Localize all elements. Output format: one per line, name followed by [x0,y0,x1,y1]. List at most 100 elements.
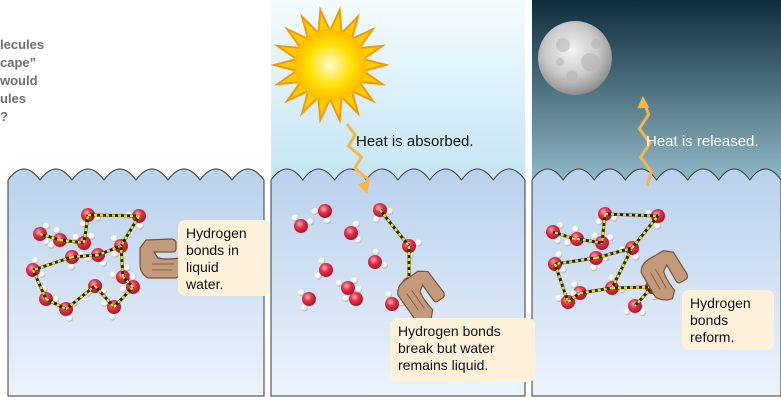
hydrogen-bond [576,237,603,245]
heat-released-label: Heat is released. [646,133,759,150]
hydrogen-atom [324,217,332,225]
hydrogen-atom [556,221,564,229]
hydrogen-bond-dash [82,214,90,244]
hydrogen-atom [590,264,598,272]
callout-hydrogen-bonds-liquid: Hydrogen bonds in liquid water. [178,220,270,296]
hand-knuckles [406,289,425,311]
hydrogen-atom [101,299,109,307]
hydrogen-atom [564,239,572,247]
hydrogen-bond-dash [579,286,613,295]
moon-icon [538,21,612,95]
hydrogen-atom [595,218,603,226]
water-molecule [311,204,332,225]
moon-crater [556,38,570,52]
moon-crater [566,70,578,82]
hydrogen-atom [352,220,360,228]
hydrogen-atom [31,256,39,264]
hydrogen-atom [311,207,319,215]
hydrogen-atom [52,295,60,303]
hydrogen-atom [372,248,380,256]
hydrogen-bond-dash [65,285,96,310]
hydrogen-bond-dash [45,297,67,311]
hydrogen-bond [554,256,597,266]
hydrogen-bond [600,213,607,244]
callout-hydrogen-bonds-break: Hydrogen bonds break but water remains l… [390,318,535,382]
hydrogen-atom [555,295,563,302]
hydrogen-bond-dash [576,237,603,245]
hydrogen-bond-dash [600,213,607,244]
callout-line: Hydrogen [186,225,247,241]
hydrogen-atom [385,291,393,299]
hydrogen-bond [567,291,581,304]
hydrogen-atom [99,259,107,267]
oxygen-atom [385,297,399,311]
moon-crater [581,53,599,71]
hydrogen-bond-shadow [39,232,61,242]
hydrogen-bond-dash [595,246,633,260]
arrow-head [358,180,370,194]
oxygen-atom [318,204,332,218]
hydrogen-bond [552,230,576,241]
hydrogen-atom [373,215,380,223]
hydrogen-atom [415,239,422,247]
moon-disc [538,21,612,95]
pointing-hand-icon [397,270,445,321]
hydrogen-atom [386,207,394,215]
water-molecule [297,289,316,312]
hydrogen-atom [67,263,75,271]
hydrogen-atom [607,234,614,242]
hydrogen-atom [297,289,305,297]
hydrogen-atom [53,227,61,234]
question-line: ? [0,109,8,124]
hydrogen-atom [572,225,579,233]
hydrogen-atom [123,264,131,272]
oxygen-atom [341,281,355,295]
hydrogen-atom [111,250,119,258]
hydrogen-bond [71,253,99,259]
hydrogen-atom [110,235,118,243]
water-molecule [291,214,314,233]
hydrogen-bond-dash [122,276,134,288]
hydrogen-atom [354,236,362,244]
hydrogen-bond-dash [554,256,597,266]
callout-line: water. [186,276,224,292]
hydrogen-bond-dash [97,244,122,257]
callout-line: reform. [690,329,735,345]
heat-absorbed-label: Heat is absorbed. [356,133,474,150]
hydrogen-atom [555,251,563,259]
hydrogen-bond-dash [610,247,634,289]
hydrogen-atom [136,222,144,230]
water-molecule [314,257,333,280]
hydrogen-atom [47,241,55,249]
hydrogen-bond [610,247,634,289]
question-line: ules [0,91,27,106]
water-molecule [564,225,584,247]
hydrogen-bond-dash [631,215,659,249]
question-line: cape” [0,55,37,70]
hydrogen-atom [351,277,359,284]
hydrogen-atom [314,272,322,280]
hydrogen-bond-dash [552,230,576,241]
hydrogen-atom [554,237,562,245]
hand-shape [397,270,445,321]
hand-knuckles [649,268,667,290]
callout-line: Hydrogen [690,295,751,311]
callout-hydrogen-bonds-reform: Hydrogen bonds reform. [682,290,774,350]
hydrogen-atom [301,304,308,312]
oxygen-atom [344,226,358,240]
hand-shape [640,250,688,301]
hand-knuckles [152,263,174,271]
heat-absorbed-arrow [345,123,370,194]
hydrogen-atom [623,308,631,316]
moon-crater [556,58,564,66]
hydrogen-atom [38,271,46,278]
pointing-hand-icon [640,250,688,301]
question-line: would [0,73,38,88]
hydrogen-bond [633,285,654,308]
hydrogen-atom [381,261,388,269]
water-molecule [335,277,359,295]
hydrogen-atom [632,253,640,261]
hydrogen-atom [571,281,578,289]
hydrogen-atom [42,222,50,230]
